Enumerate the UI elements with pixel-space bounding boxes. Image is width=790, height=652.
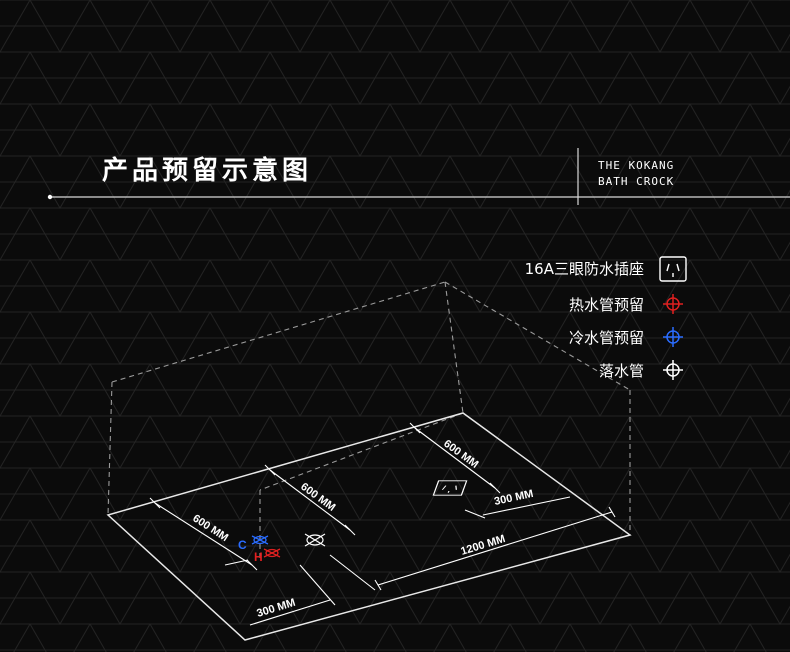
hot-pipe-marker — [263, 548, 281, 558]
floor-plane — [106, 412, 632, 641]
legend-drain-label: 落水管 — [598, 362, 644, 380]
cold-pipe-marker — [251, 535, 269, 545]
brand-block: THE KOKANG BATH CROCK — [598, 158, 674, 190]
page-title: 产品预留示意图 — [102, 156, 313, 186]
dimension-lines — [149, 422, 616, 626]
header-divider-dot — [47, 194, 53, 200]
hot-water-icon — [663, 294, 683, 314]
wireframe-box — [107, 281, 631, 560]
drain-icon — [663, 360, 683, 380]
socket-icon — [659, 256, 687, 282]
brand-line-1: THE KOKANG — [598, 159, 675, 172]
floor-socket-icon — [432, 480, 468, 496]
legend-cold-label: 冷水管预留 — [568, 329, 644, 347]
floor-drain-icon — [304, 533, 326, 547]
legend-hot-label: 热水管预留 — [568, 296, 644, 314]
legend-socket-label: 16A三眼防水插座 — [524, 260, 644, 278]
cold-water-icon — [663, 327, 683, 347]
cold-marker-label: C — [238, 538, 247, 552]
brand-line-2: BATH CROCK — [598, 175, 675, 188]
hot-marker-label: H — [254, 550, 263, 564]
